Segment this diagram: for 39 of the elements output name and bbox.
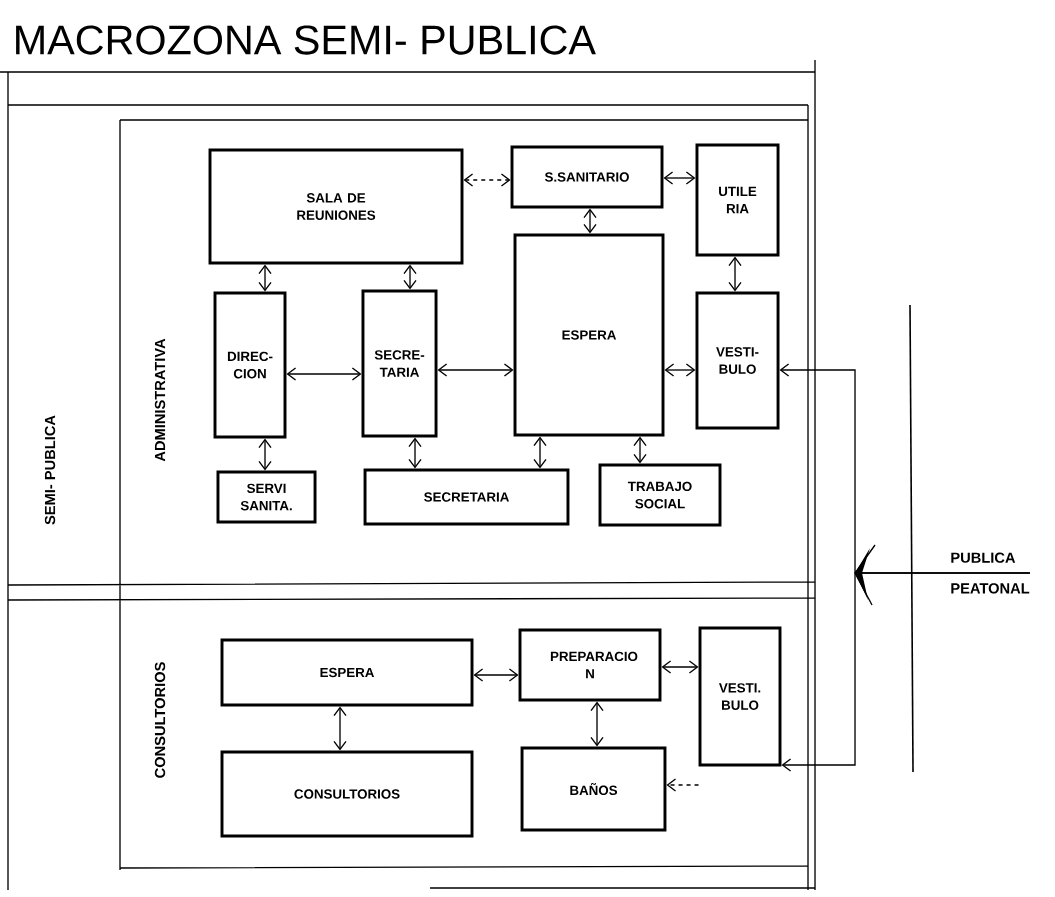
arrow (437, 363, 514, 377)
arrow (463, 173, 511, 187)
arrow (258, 264, 272, 292)
room-box: ESPERA (513, 233, 665, 437)
room-box: CONSULTORIOS (220, 750, 474, 838)
access-label: PUBLICA PEATONAL (951, 552, 1030, 594)
arrow (408, 437, 422, 469)
room-box: PREPARACIO N (518, 628, 662, 702)
room-box: TRABAJO SOCIAL (598, 463, 722, 527)
arrow (333, 706, 347, 751)
arrow (633, 436, 647, 464)
title: MACROZONA SEMI- PUBLICA (16, 25, 596, 55)
room-box: VESTI. BULO (698, 626, 782, 767)
arrow (533, 436, 547, 469)
arrow (473, 668, 519, 682)
room-box: UTILE RIA (695, 143, 780, 257)
arrow (666, 778, 700, 792)
zone-label: SEMI- PUBLICA (44, 415, 56, 525)
arrow (661, 660, 699, 674)
room-box: SALA DE REUNIONES (208, 148, 464, 265)
room-box: S.SANITARIO (510, 145, 664, 209)
arrow (286, 367, 362, 381)
room-box: BAÑOS (520, 746, 667, 832)
arrow (590, 701, 604, 747)
arrow (258, 438, 272, 471)
arrow (664, 363, 696, 377)
room-box: DIREC- CION (213, 291, 287, 439)
arrow (728, 256, 742, 292)
access-arrow (781, 572, 1031, 772)
zone-label: ADMINISTRATIVA (154, 338, 166, 462)
room-box: SERVI SANITA. (216, 470, 317, 524)
arrow (403, 264, 417, 290)
room-box: SECRETARIA (363, 468, 570, 526)
arrow (583, 208, 597, 234)
room-box: VESTI- BULO (695, 291, 780, 430)
room-box: SECRE- TARIA (361, 289, 438, 438)
zone-label: CONSULTORIOS (154, 662, 166, 778)
room-box: ESPERA (220, 638, 474, 707)
arrow (663, 171, 696, 185)
